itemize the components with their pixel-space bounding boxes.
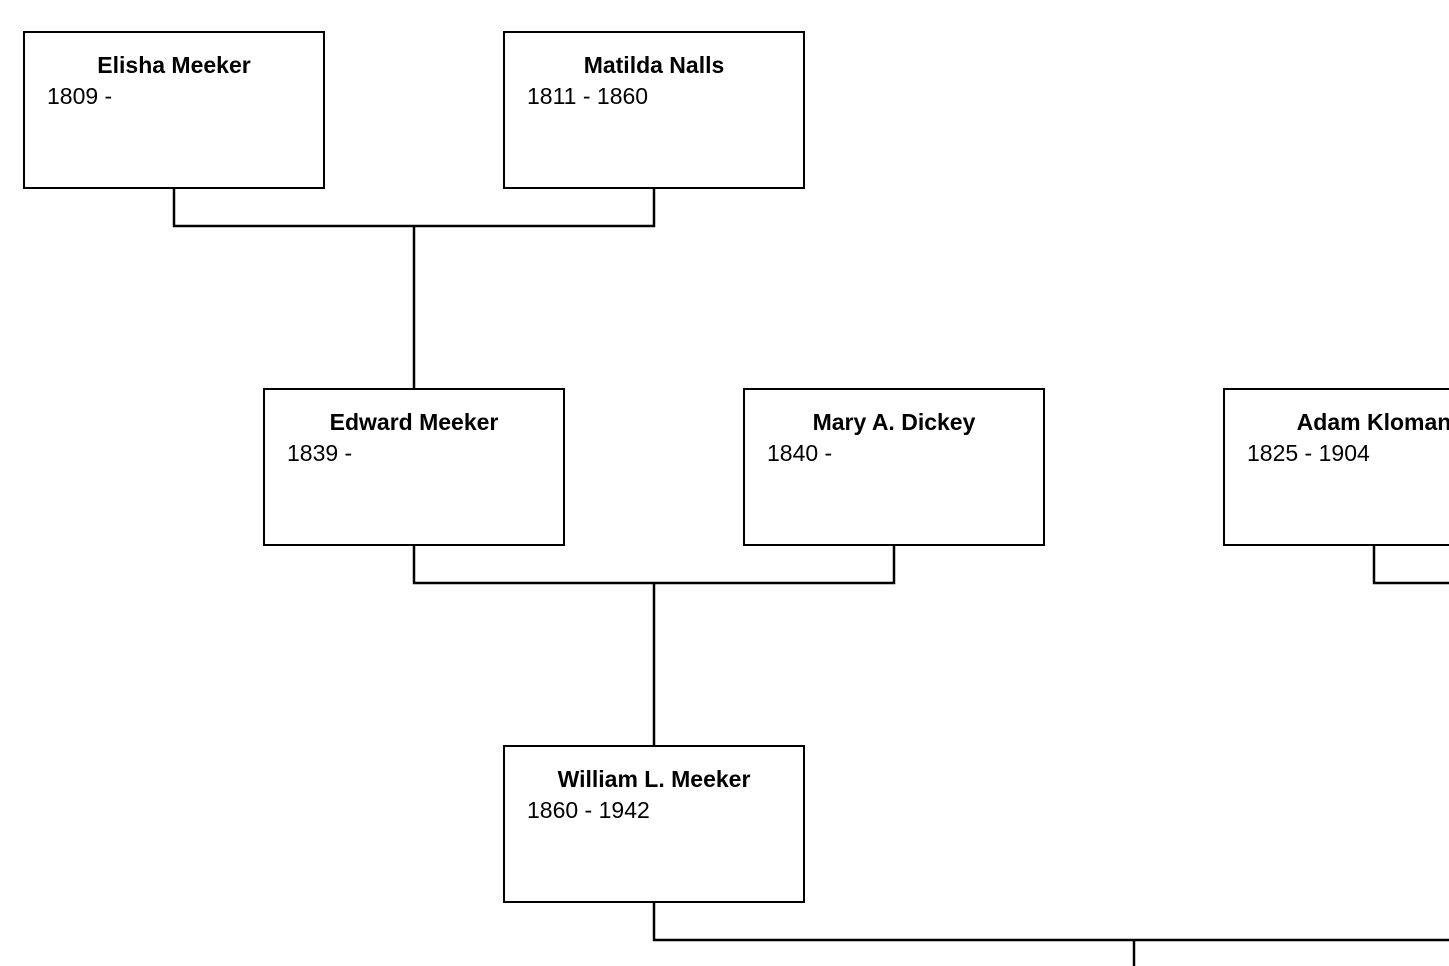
person-dates: 1809 -	[47, 83, 113, 109]
couple-connector-william	[652, 902, 1449, 942]
couple-connector-meeker-nalls	[172, 188, 656, 228]
person-dates: 1840 -	[767, 440, 833, 466]
couple-connector-kloman	[1372, 545, 1449, 585]
couple-connector-meeker-dickey	[412, 545, 896, 585]
person-name: Elisha Meeker	[97, 52, 251, 78]
person-box-elisha-meeker[interactable]: Elisha Meeker 1809 -	[23, 31, 325, 189]
person-dates: 1825 - 1904	[1247, 440, 1370, 466]
person-name: Mary A. Dickey	[812, 409, 976, 435]
person-box-matilda-nalls[interactable]: Matilda Nalls 1811 - 1860	[503, 31, 805, 189]
person-name: Matilda Nalls	[583, 52, 725, 78]
person-box-mary-a-dickey[interactable]: Mary A. Dickey 1840 -	[743, 388, 1045, 546]
person-name: Edward Meeker	[329, 409, 499, 435]
person-name: Adam Kloman	[1296, 409, 1449, 435]
person-name: William L. Meeker	[557, 766, 751, 792]
person-dates: 1839 -	[287, 440, 353, 466]
person-box-adam-kloman[interactable]: Adam Kloman 1825 - 1904	[1223, 388, 1449, 546]
person-box-edward-meeker[interactable]: Edward Meeker 1839 -	[263, 388, 565, 546]
person-dates: 1860 - 1942	[527, 797, 650, 823]
person-dates: 1811 - 1860	[527, 83, 649, 109]
person-box-william-l-meeker[interactable]: William L. Meeker 1860 - 1942	[503, 745, 805, 903]
